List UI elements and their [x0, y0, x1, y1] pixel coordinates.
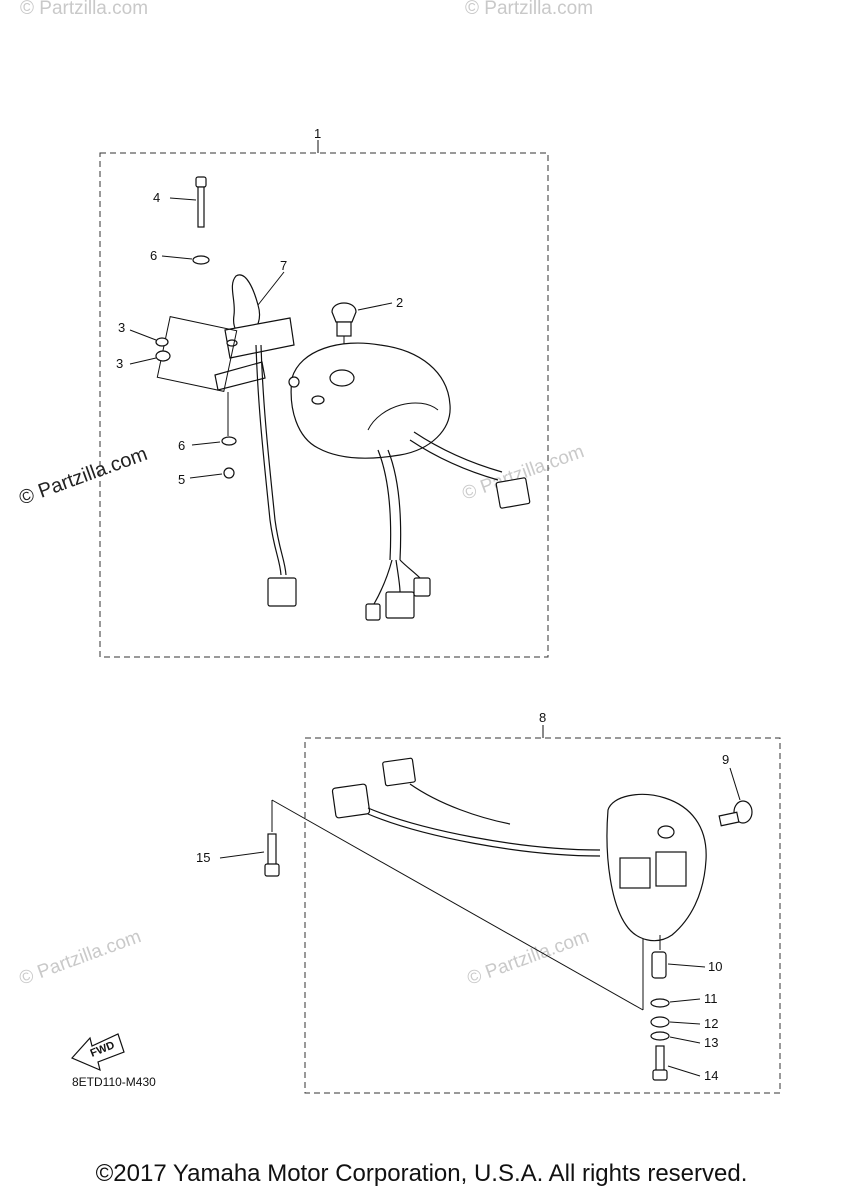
part-12-nut: 12	[650, 1016, 718, 1031]
switch-housing-upper	[288, 342, 451, 459]
part-6-washer-lower: 6	[178, 392, 237, 453]
watermark-dark: © Partzilla.com	[16, 443, 150, 510]
watermark-top-left: © Partzilla.com	[20, 0, 148, 19]
callout-6-upper: 6	[150, 248, 157, 263]
assembly-8-group: 8 15	[196, 710, 781, 1094]
callout-1: 1	[314, 126, 321, 141]
part-3-nuts: 3 3	[116, 316, 238, 392]
diagram-code: 8ETD110-M430	[72, 1075, 156, 1089]
part-6-washer-upper: 6	[150, 248, 210, 265]
callout-13: 13	[704, 1035, 718, 1050]
lower-connector-left	[331, 783, 371, 819]
callout-6-lower: 6	[178, 438, 185, 453]
callout-5: 5	[178, 472, 185, 487]
part-11-washer: 11	[650, 991, 718, 1008]
callout-2: 2	[396, 295, 403, 310]
housing-wire-harness	[365, 431, 531, 621]
lower-connector-top	[382, 757, 416, 787]
callout-8: 8	[539, 710, 546, 725]
watermark-top-right: © Partzilla.com	[465, 0, 593, 19]
callout-10: 10	[708, 959, 722, 974]
copyright-notice: ©2017 Yamaha Motor Corporation, U.S.A. A…	[95, 1160, 748, 1187]
part-10-stem: 10	[651, 935, 722, 979]
callout-11: 11	[704, 991, 718, 1006]
callout-12: 12	[704, 1016, 718, 1031]
callout-4: 4	[153, 190, 160, 205]
housing-connector-small	[365, 603, 381, 621]
switch-housing-lower	[606, 793, 707, 942]
callout-3-upper: 3	[118, 320, 125, 335]
assembly-8-boundary	[304, 737, 781, 1094]
part-9-knob: 9	[718, 752, 753, 827]
callout-14: 14	[704, 1068, 718, 1083]
callout-7: 7	[280, 258, 287, 273]
part-14-screw: 14	[652, 1045, 718, 1083]
part-13-washer: 13	[650, 1031, 718, 1050]
part-7-lever: 7	[214, 258, 295, 391]
assembly-1-boundary	[99, 152, 549, 658]
part-4-pin: 4	[153, 176, 207, 228]
watermark-low-left: © Partzilla.com	[17, 926, 144, 990]
callout-9: 9	[722, 752, 729, 767]
housing-connector-right	[495, 477, 531, 509]
housing-connector-side	[413, 577, 431, 597]
part-15-screw: 15	[196, 799, 644, 1011]
fwd-arrow-icon: FWD	[70, 1033, 125, 1072]
callout-15: 15	[196, 850, 210, 865]
watermark-low-right: © Partzilla.com	[465, 926, 592, 990]
callout-3-lower: 3	[116, 356, 123, 371]
assembly-1-group: 1 4 6 7 3	[99, 126, 549, 658]
lever-wire-harness	[255, 344, 297, 607]
lever-connector	[267, 577, 297, 607]
part-5-clip: 5	[178, 467, 235, 487]
lower-wire-harness	[331, 757, 601, 857]
housing-connector-main	[385, 591, 415, 619]
